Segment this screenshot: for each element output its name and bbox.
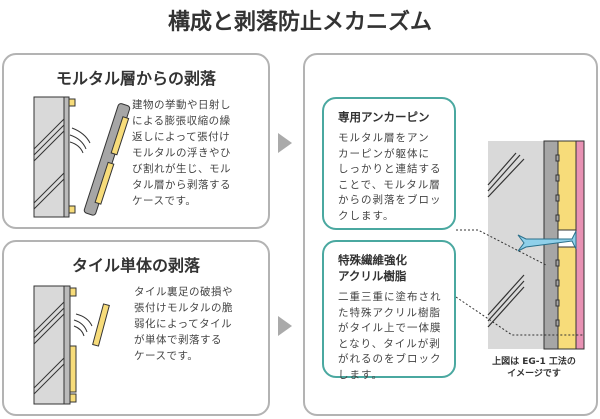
callout-title: 特殊繊維強化 アクリル樹脂: [338, 252, 407, 284]
panel-title: タイル単体の剥落: [71, 256, 200, 275]
text-line: ことで、モルタル層: [338, 178, 441, 191]
callout-description: モルタル層をアン カーピンが躯体に しっかりと連結する ことで、モルタル層 から…: [338, 131, 442, 224]
text-line: します。: [338, 368, 383, 381]
panel-mortar-layer-peeling: モルタル層からの剥落 建物の挙動や日射し による膨張収縮の繰 返しによって張付け…: [2, 53, 270, 229]
text-line: 弱化によってタイル: [134, 318, 233, 330]
text-line: が単体で剥落する: [134, 334, 222, 346]
text-line: カーピンが躯体に: [338, 147, 430, 160]
text-line: 特殊繊維強化: [338, 253, 407, 267]
arrow-right-icon: [278, 133, 292, 153]
text-line: 二重三重に塗布され: [338, 291, 442, 303]
text-line: がタイル上で一体膜: [338, 322, 442, 334]
text-line: ケースです。: [132, 195, 197, 207]
text-line: た特殊アクリル樹脂: [338, 306, 441, 319]
panel-description: タイル裏足の破損や 張付けモルタルの脆 弱化によってタイル が単体で剥落する ケ…: [134, 284, 233, 364]
anchor-pin: [517, 230, 577, 252]
text-line: び割れが生じ、モル: [132, 163, 231, 175]
text-line: タル層から剥落する: [132, 179, 231, 191]
callout-acrylic-resin: 特殊繊維強化 アクリル樹脂 二重三重に塗布され た特殊アクリル樹脂 がタイル上で…: [322, 240, 456, 381]
text-line: 返しによって張付け: [132, 131, 231, 143]
callout-description: 二重三重に塗布され た特殊アクリル樹脂 がタイル上で一体膜 となり、タイルが剥 …: [338, 290, 442, 383]
text-line: 張付けモルタルの脆: [134, 302, 233, 314]
text-line: タイル裏足の破損や: [134, 286, 233, 298]
panel-description: 建物の挙動や日射し による膨張収縮の繰 返しによって張付け モルタルの浮きやひ …: [132, 97, 231, 209]
eg1-cross-section-diagram: [456, 140, 585, 350]
text-line: による膨張収縮の繰: [132, 115, 231, 127]
text-line: しっかりと連結する: [338, 163, 442, 175]
callout-title: 専用アンカーピン: [338, 110, 430, 124]
text-line: ケースです。: [134, 350, 199, 362]
callout-anchor-pin: 専用アンカーピン モルタル層をアン カーピンが躯体に しっかりと連結する ことで…: [322, 97, 456, 230]
text-line: アクリル樹脂: [338, 269, 407, 283]
text-line: イメージです: [507, 369, 561, 379]
arrow-right-icon: [278, 316, 292, 336]
text-line: となり、タイルが剥: [338, 337, 441, 350]
panel-single-tile-peeling: タイル単体の剥落 タイル裏足の破損や 張付けモルタルの脆 弱化によってタイル が…: [2, 240, 270, 416]
single-tile-peeling-illustration: [33, 285, 110, 405]
text-line: 建物の挙動や日射し: [132, 99, 231, 111]
text-line: 上図は EG-1 工法の: [492, 357, 576, 367]
panel-title: モルタル層からの剥落: [55, 69, 216, 88]
text-line: モルタルの浮きやひ: [132, 147, 231, 159]
page-title: 構成と剥落防止メカニズム: [167, 10, 432, 35]
mortar-layer-peeling-illustration: [33, 96, 131, 218]
text-line: モルタル層をアン: [338, 132, 430, 144]
text-line: からの剥落をブロッ: [338, 194, 442, 206]
text-line: クします。: [338, 209, 395, 222]
text-line: がれるのをブロック: [338, 353, 442, 365]
diagram-caption: 上図は EG-1 工法の イメージです: [478, 356, 590, 380]
